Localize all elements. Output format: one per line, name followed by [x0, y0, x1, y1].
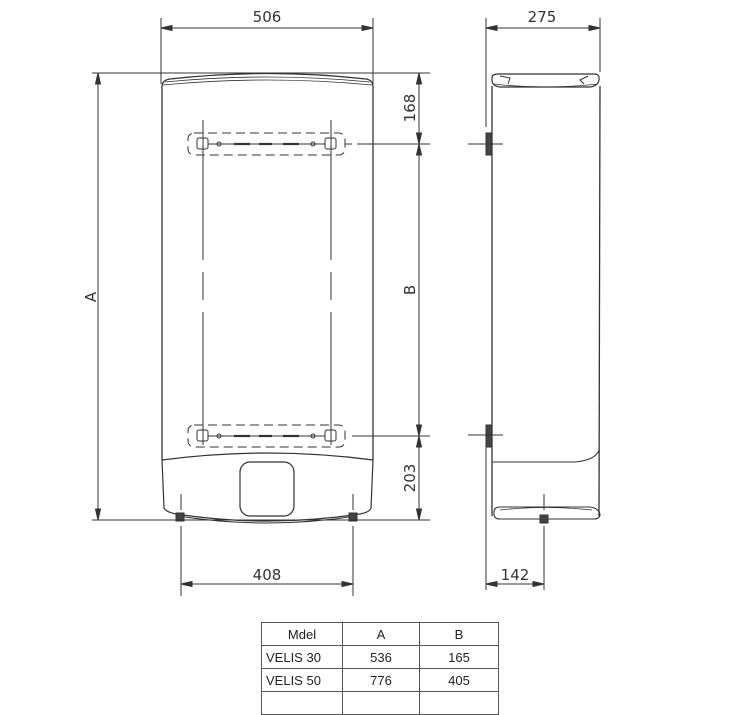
table-row	[261, 691, 499, 715]
model-dimensions-table: Mdel A B VELIS 30 536 165 VELIS 50 776 4…	[261, 622, 499, 715]
cell-model	[261, 691, 343, 715]
dim-pipe-offset-label: 142	[501, 566, 530, 584]
dim-bracket-spacing-label: B	[401, 285, 419, 295]
header-b: B	[419, 622, 499, 646]
cell-model: VELIS 50	[261, 668, 343, 692]
header-a: A	[342, 622, 420, 646]
dim-bottom-offset-label: 203	[401, 464, 419, 493]
cell-a	[342, 691, 420, 715]
cell-b	[419, 691, 499, 715]
table-header-row: Mdel A B	[261, 622, 499, 646]
cell-a: 536	[342, 645, 420, 669]
dim-height-label: A	[82, 291, 100, 302]
dim-width-label: 506	[253, 8, 282, 26]
technical-drawing: 506 A 168 B 203 408 275 142	[82, 8, 601, 596]
header-model: Mdel	[261, 622, 343, 646]
table-row: VELIS 30 536 165	[261, 645, 499, 669]
front-view	[92, 18, 430, 596]
cell-b: 165	[419, 645, 499, 669]
dim-pipe-spacing-label: 408	[253, 566, 282, 584]
cell-a: 776	[342, 668, 420, 692]
dim-top-offset-label: 168	[401, 94, 419, 123]
side-view	[468, 18, 601, 590]
cell-model: VELIS 30	[261, 645, 343, 669]
cell-b: 405	[419, 668, 499, 692]
table-row: VELIS 50 776 405	[261, 668, 499, 692]
dim-depth-label: 275	[528, 8, 557, 26]
